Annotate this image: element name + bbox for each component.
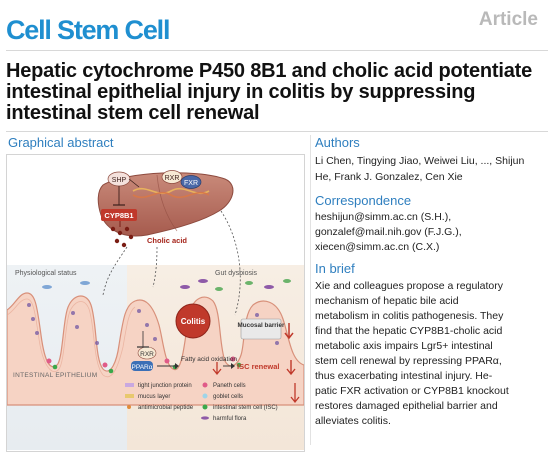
in-brief-line: metabolism in colitis pathogenesis. They [315,310,504,322]
isc-renewal-label: ISC renewal [237,362,280,371]
in-brief-line: patic FXR activation or CYP8B1 knockout [315,385,509,397]
column-divider [310,135,311,445]
legend-item: goblet cells [213,394,243,400]
cholic-acid-dots [110,226,134,248]
in-brief-line: thus exacerbating intestinal injury. He- [315,370,493,382]
in-brief-line: find that the hepatic CYP8B1-cholic acid [315,325,503,337]
legend-item: Paneth cells [213,383,246,389]
in-brief-line: restores damaged epithelial barrier and [315,400,498,412]
fatty-acid-label: Fatty acid oxidation [181,356,237,363]
article-type-label: Article [478,9,538,30]
shp-label: SHP [112,177,127,184]
journal-name: Cell Stem Cell [6,15,170,45]
ppara-label: PPARα [132,364,153,371]
legend-item: harmful flora [213,416,247,422]
graphical-abstract-heading: Graphical abstract [8,135,114,150]
in-brief-line: stem cell renewal by repressing PPARα, [315,355,502,367]
email-line[interactable]: gonzalef@mail.nih.gov (F.J.G.), [315,226,462,238]
in-brief-line: alleviates colitis. [315,415,391,427]
in-brief-line: Xie and colleagues propose a regulatory [315,280,503,292]
intestinal-epithelium-label: INTESTINAL EPITHELIUM [13,372,97,379]
cyp8b1-label: CYP8B1 [104,211,133,220]
fxr-label: FXR [184,180,198,187]
ppara-node [131,361,153,371]
legend-item: mucus layer [138,394,170,400]
paneth-cells [46,356,236,368]
mucosal-barrier-label: Mucosal barrier [238,322,285,329]
title-divider [6,131,548,132]
legend-item: antimicrobial peptide [138,405,194,411]
colitis-badge [175,303,211,339]
legend: tight junction protein mucus layer antim… [125,382,300,422]
harmful-flora [42,279,291,291]
cholic-acid-label: Cholic acid [147,236,187,245]
legend-item: tight junction protein [138,383,192,389]
cyp8b1-box [101,209,137,221]
in-brief-line: mechanism of hepatic bile acid [315,295,459,307]
author-list: Li Chen, Tingying Jiao, Weiwei Liu, ...,… [315,155,525,183]
in-brief-line: metabolic axis impairs Lgr5+ intestinal [315,340,493,352]
rxr-label-mid: RXR [140,351,154,358]
legend-item: intestinal stem cell (ISC) [213,405,278,411]
physiological-status-label: Physiological status [15,270,77,277]
graphical-abstract-figure: SHP RXR FXR CYP8B1 Cholic acid Physiolog… [6,154,305,452]
rxr-label-top: RXR [165,175,180,182]
correspondence-heading: Correspondence [315,193,412,208]
header-divider [6,50,548,51]
colitis-label: Colitis [181,317,206,326]
authors-heading: Authors [315,135,360,150]
paper-title: Hepatic cytochrome P450 8B1 and cholic a… [6,60,533,124]
email-line[interactable]: xiecen@simm.ac.cn (C.X.) [315,241,440,253]
in-brief-heading: In brief [315,261,355,276]
email-line[interactable]: heshijun@simm.ac.cn (S.H.), [315,211,452,223]
mucosal-barrier-box [240,318,282,340]
mucosal-barrier-down-arrow [284,323,294,340]
gut-dysbiosis-label: Gut dysbiosis [215,270,258,277]
